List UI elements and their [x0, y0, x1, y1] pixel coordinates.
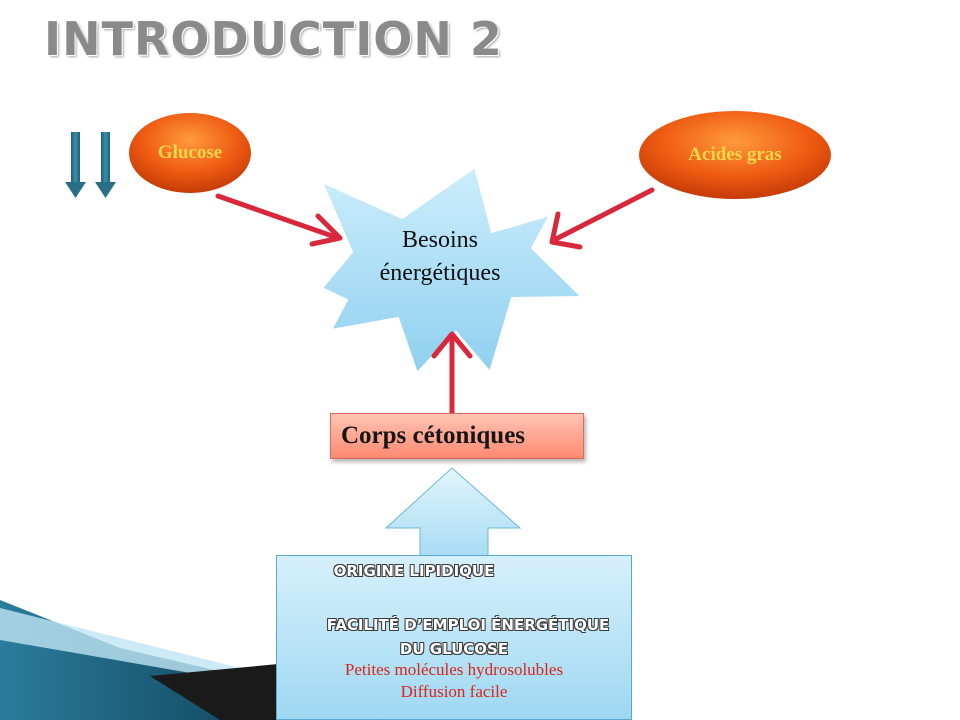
corner-decoration	[0, 600, 300, 720]
acides-gras-node	[637, 109, 833, 201]
detail-line1: Petites molécules hydrosolubles	[344, 660, 564, 679]
besoins-star-node	[320, 165, 585, 375]
origin-up-arrow	[384, 467, 522, 557]
facilite-line2: du glucose	[399, 640, 509, 658]
besoins-label: Besoins énergétiques	[330, 224, 550, 290]
glucose-label: Glucose	[157, 142, 223, 163]
acides-gras-label: Acides gras	[688, 144, 782, 165]
glucose-node	[127, 111, 253, 195]
connector-corps-arrow	[431, 331, 473, 416]
facilite-line1: Facilité d’emploi énergétique	[326, 616, 610, 634]
besoins-label-line2: énergétiques	[379, 260, 501, 286]
connector-glucose-arrow	[215, 193, 343, 247]
origin-heading: Origine lipidique	[333, 562, 495, 580]
double-down-arrow-icon	[65, 132, 116, 198]
origin-box: Origine lipidique Facilité d’emploi éner…	[276, 555, 632, 720]
besoins-label-line1: Besoins	[401, 227, 478, 253]
page-title: INTRODUCTION 2	[44, 12, 503, 66]
connector-acides-arrow	[549, 187, 655, 250]
corps-cetoniques-box: Corps cétoniques	[330, 413, 584, 459]
detail-line2: Diffusion facile	[400, 682, 508, 701]
